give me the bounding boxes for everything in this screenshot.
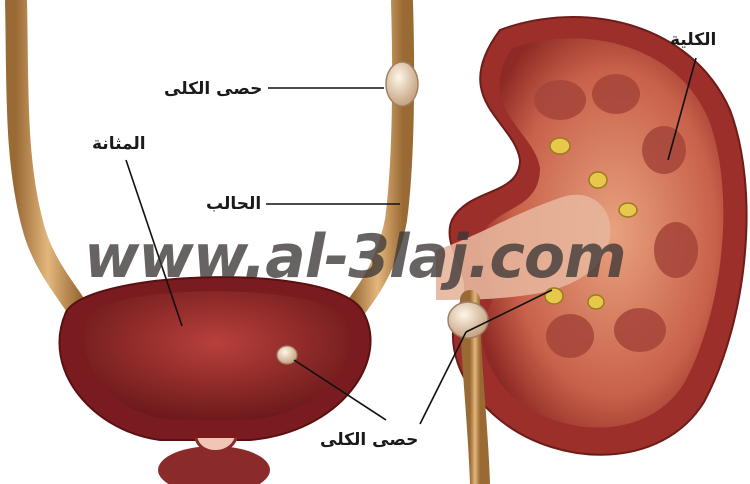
stone-in-ureter [386,62,418,106]
watermark-text: www.al-3laj.com [84,222,724,292]
stone-at-kidney-outlet [448,302,488,338]
label-ureter: الحالب [206,194,261,214]
bladder-illustration [59,277,370,484]
label-kidney-stones-bottom: حصى الكلى [320,430,418,450]
label-kidney: الكلية [670,30,716,50]
left-ureter [16,2,80,312]
label-kidney-stones-top: حصى الكلى [164,79,262,99]
stone-in-bladder [277,346,297,364]
label-bladder: المثانة [92,134,146,154]
leader-line-stone-kidney [420,332,466,424]
